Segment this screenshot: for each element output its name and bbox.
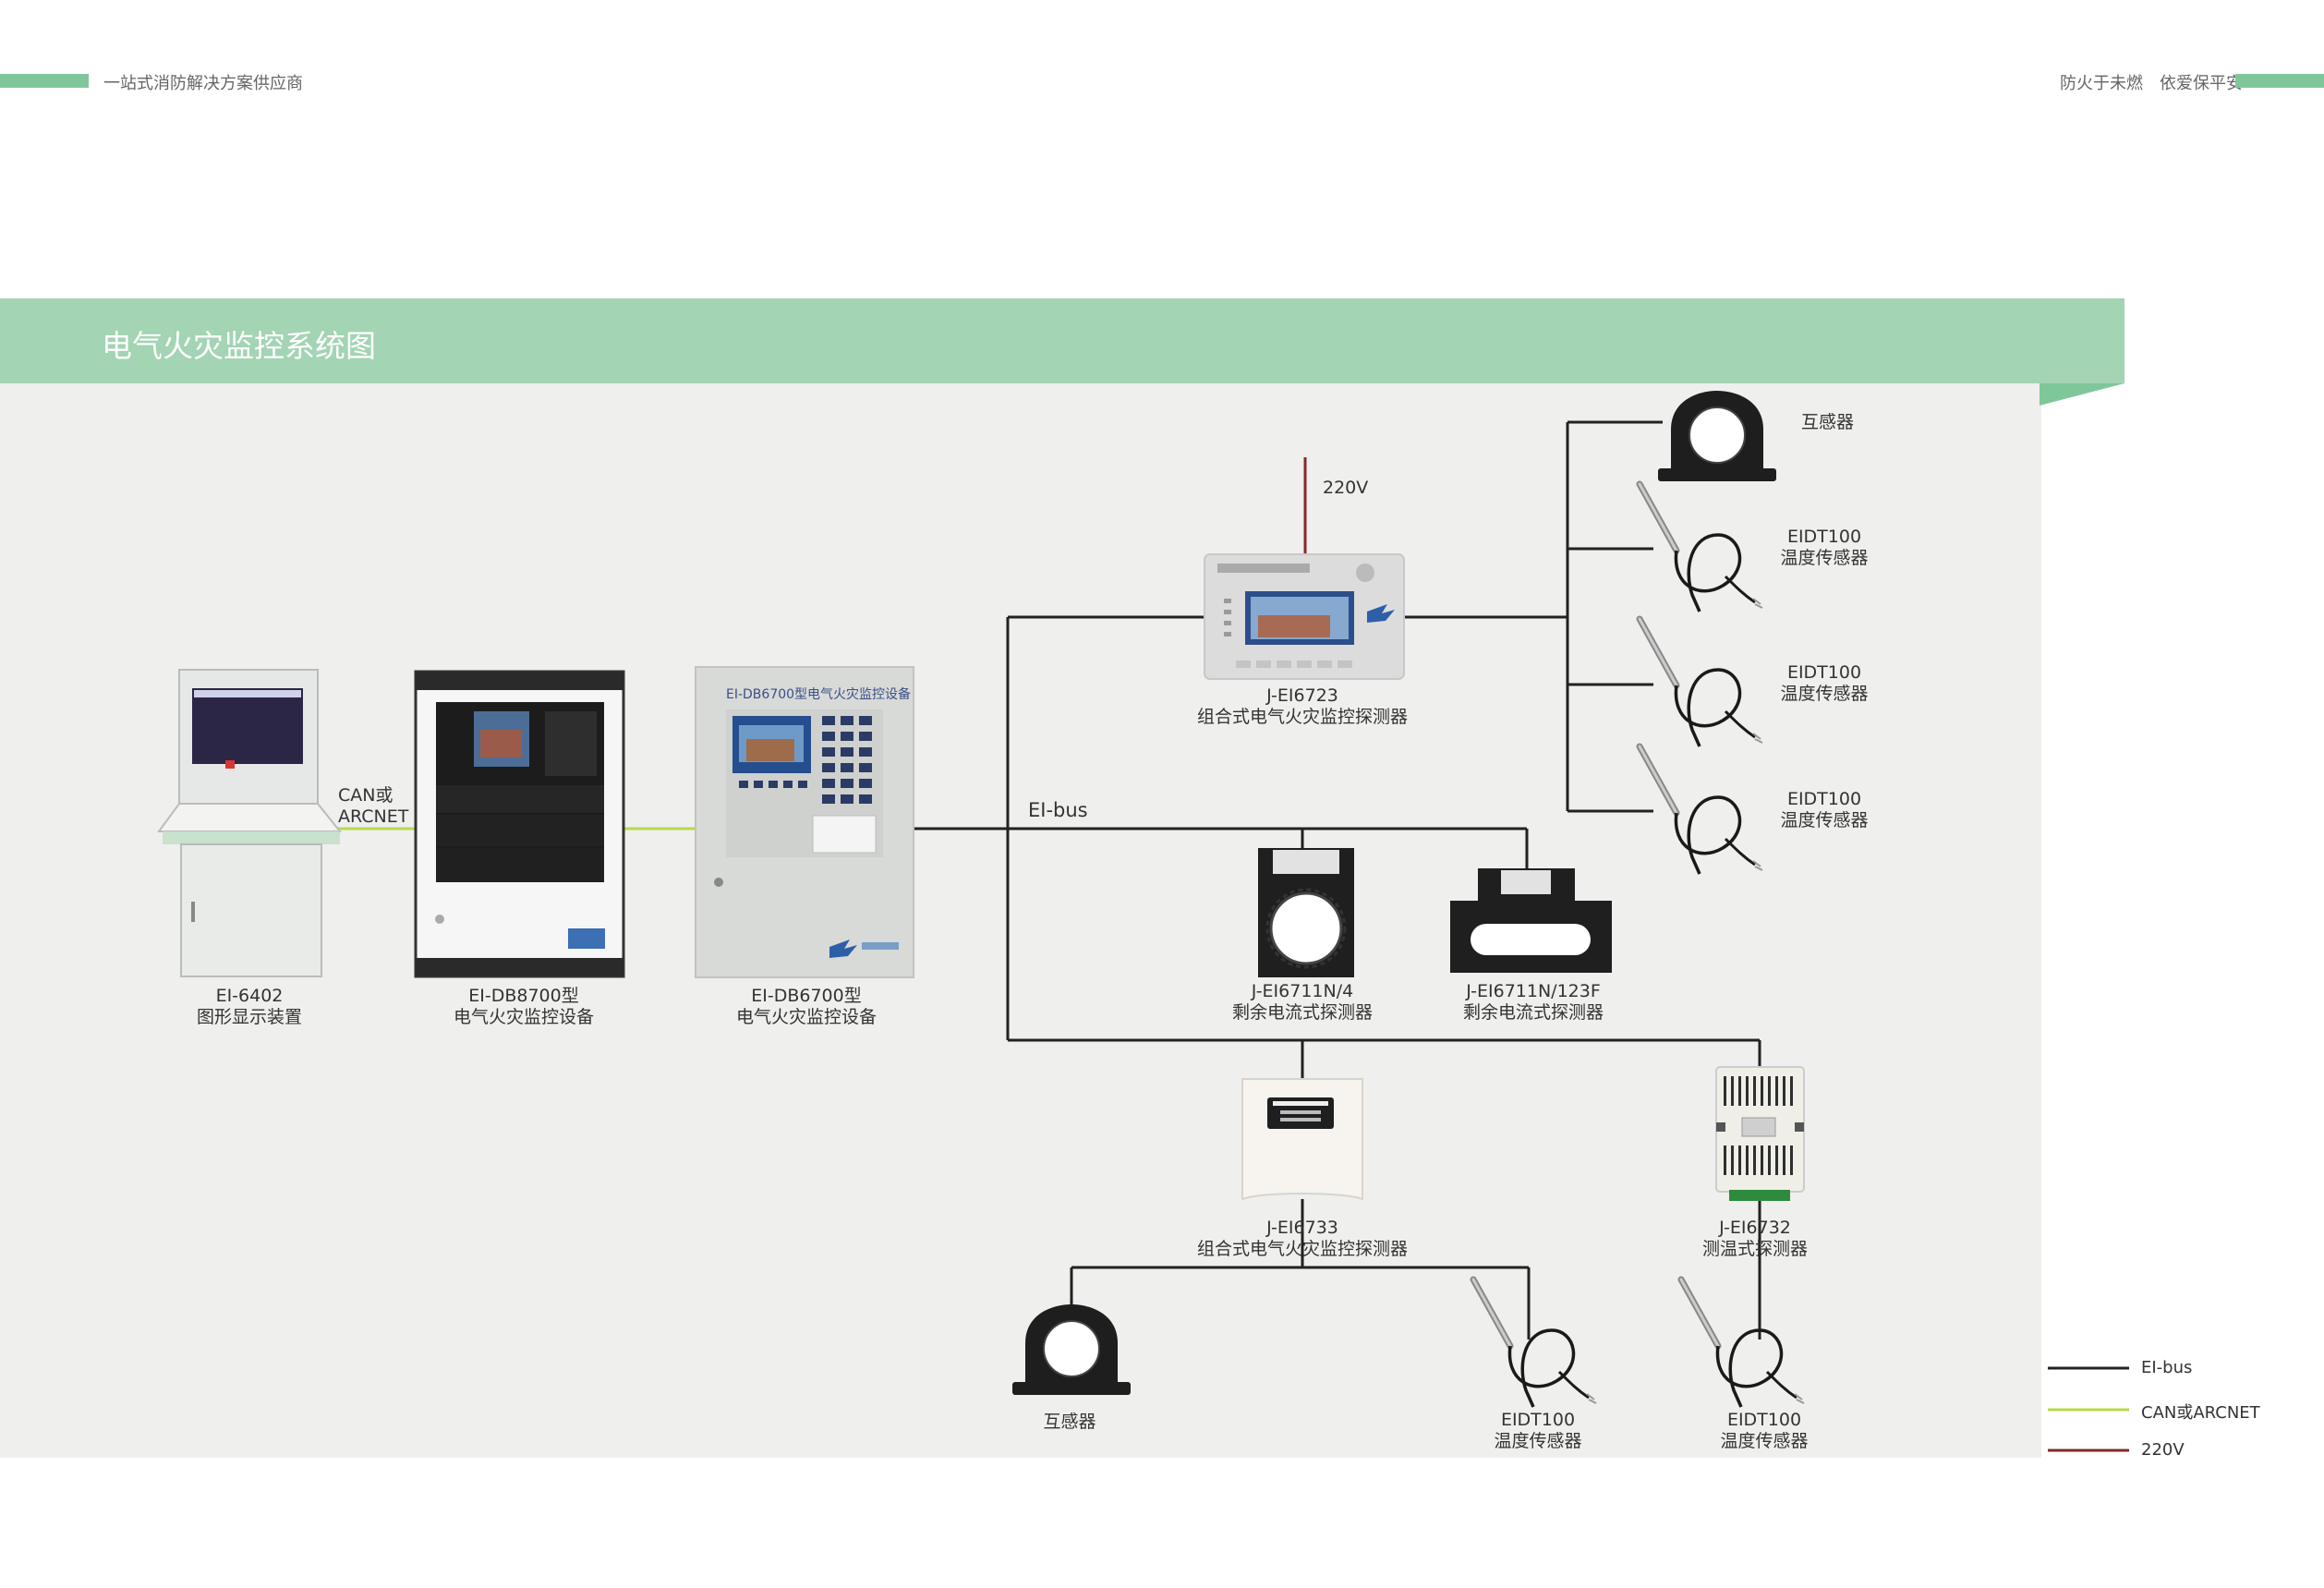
header-accent-bar-left [0, 74, 89, 88]
temp-sensor-1-device [1640, 484, 1762, 612]
ei6711-123f-model: J-EI6711N/123F [1466, 981, 1601, 1001]
ei6711-123f-name: 剩余电流式探测器 [1462, 1002, 1604, 1023]
db8700-label: EI-DB8700型 电气火灾监控设备 [418, 986, 630, 1028]
diagram-canvas [0, 298, 2041, 1458]
ei6711-123f-device [1450, 868, 1612, 973]
diagram-title: 电气火灾监控系统图 [102, 328, 376, 364]
db6700-name: 电气火灾监控设备 [735, 1007, 877, 1027]
temp-sensor-3-device [1640, 746, 1762, 874]
graphic-display-name: 图形显示装置 [196, 1007, 302, 1027]
ei6711-123f-label: J-EI6711N/123F 剩余电流式探测器 [1436, 981, 1630, 1024]
ct-top-device [1657, 390, 1777, 482]
ei6723-device [1204, 553, 1405, 680]
ei6732-name: 测温式探测器 [1701, 1239, 1808, 1259]
ei6733-device [1241, 1078, 1363, 1201]
ei6723-name: 组合式电气火灾监控探测器 [1196, 707, 1408, 727]
ei6732-model: J-EI6732 [1719, 1218, 1791, 1238]
temp-sensor-2-name: 温度传感器 [1780, 684, 1869, 704]
temp-sensor-5-model: EIDT100 [1726, 1410, 1802, 1430]
temp-sensor-4-name: 温度传感器 [1494, 1431, 1582, 1451]
db8700-model: EI-DB8700型 [468, 986, 579, 1006]
temp-sensor-5-device [1681, 1279, 1804, 1407]
temp-sensor-4-device [1473, 1279, 1596, 1407]
db6700-panel-text: EI-DB6700型电气火灾监控设备 [726, 686, 911, 702]
ei6733-model: J-EI6733 [1266, 1218, 1338, 1238]
ei6711-4-device [1258, 848, 1354, 977]
ei6711-4-name: 剩余电流式探测器 [1231, 1002, 1373, 1023]
temp-sensor-5-name: 温度传感器 [1720, 1431, 1809, 1451]
ei6723-model: J-EI6723 [1266, 685, 1338, 706]
temp-sensor-2-model: EIDT100 [1786, 662, 1862, 683]
ei6732-label: J-EI6732 测温式探测器 [1690, 1218, 1820, 1260]
ct-bottom-label: 互感器 [1043, 1412, 1096, 1432]
header-accent-bar-right [2235, 74, 2324, 88]
ei6723-label: J-EI6723 组合式电气火灾监控探测器 [1192, 685, 1413, 728]
ct-top-label: 互感器 [1801, 412, 1855, 432]
temp-sensor-3-label: EIDT100 温度传感器 [1778, 789, 1870, 831]
temp-sensor-5-label: EIDT100 温度传感器 [1718, 1410, 1810, 1452]
ei6711-4-label: J-EI6711N/4 剩余电流式探测器 [1205, 981, 1399, 1024]
legend-item-bus: EI-bus [2141, 1358, 2193, 1377]
diagram-banner [0, 298, 2124, 383]
ei6732-device [1715, 1066, 1805, 1201]
db8700-cabinet [414, 670, 625, 978]
header-slogan-right: 防火于未燃 依爱保平安 [2060, 74, 2243, 93]
header-slogan-left: 一站式消防解决方案供应商 [103, 74, 303, 93]
can-label-line-2: ARCNET [338, 806, 409, 827]
temp-sensor-4-label: EIDT100 温度传感器 [1492, 1410, 1584, 1452]
ct-bottom-device [1011, 1303, 1132, 1396]
db6700-model: EI-DB6700型 [751, 986, 862, 1006]
banner-fold [2040, 383, 2124, 406]
legend-item-can: CAN或ARCNET [2141, 1403, 2260, 1423]
bus-label: EI-bus [1028, 799, 1088, 821]
temp-sensor-2-device [1640, 619, 1762, 746]
db6700-label: EI-DB6700型 电气火灾监控设备 [700, 986, 913, 1028]
temp-sensor-3-model: EIDT100 [1786, 789, 1862, 809]
temp-sensor-2-label: EIDT100 温度传感器 [1778, 662, 1870, 705]
graphic-display-model: EI-6402 [215, 986, 284, 1006]
temp-sensor-1-label: EIDT100 温度传感器 [1778, 527, 1870, 569]
ei-bus-lines [913, 420, 1761, 1339]
ei6733-label: J-EI6733 组合式电气火灾监控探测器 [1192, 1218, 1413, 1260]
power-label: 220V [1323, 478, 1369, 498]
db8700-name: 电气火灾监控设备 [453, 1007, 594, 1027]
temp-sensor-1-name: 温度传感器 [1780, 548, 1869, 568]
temp-sensor-1-model: EIDT100 [1786, 527, 1862, 547]
can-label: CAN或 ARCNET [338, 785, 408, 828]
db6700-cabinet [695, 666, 914, 978]
graphic-display-device [157, 669, 343, 977]
ei6733-name: 组合式电气火灾监控探测器 [1196, 1239, 1408, 1259]
legend-item-power: 220V [2141, 1440, 2185, 1460]
graphic-display-label: EI-6402 图形显示装置 [148, 986, 351, 1028]
temp-sensor-4-model: EIDT100 [1500, 1410, 1576, 1430]
can-label-line-1: CAN或 [338, 785, 393, 806]
temp-sensor-3-name: 温度传感器 [1780, 810, 1869, 830]
ei6711-4-model: J-EI6711N/4 [1251, 981, 1354, 1001]
